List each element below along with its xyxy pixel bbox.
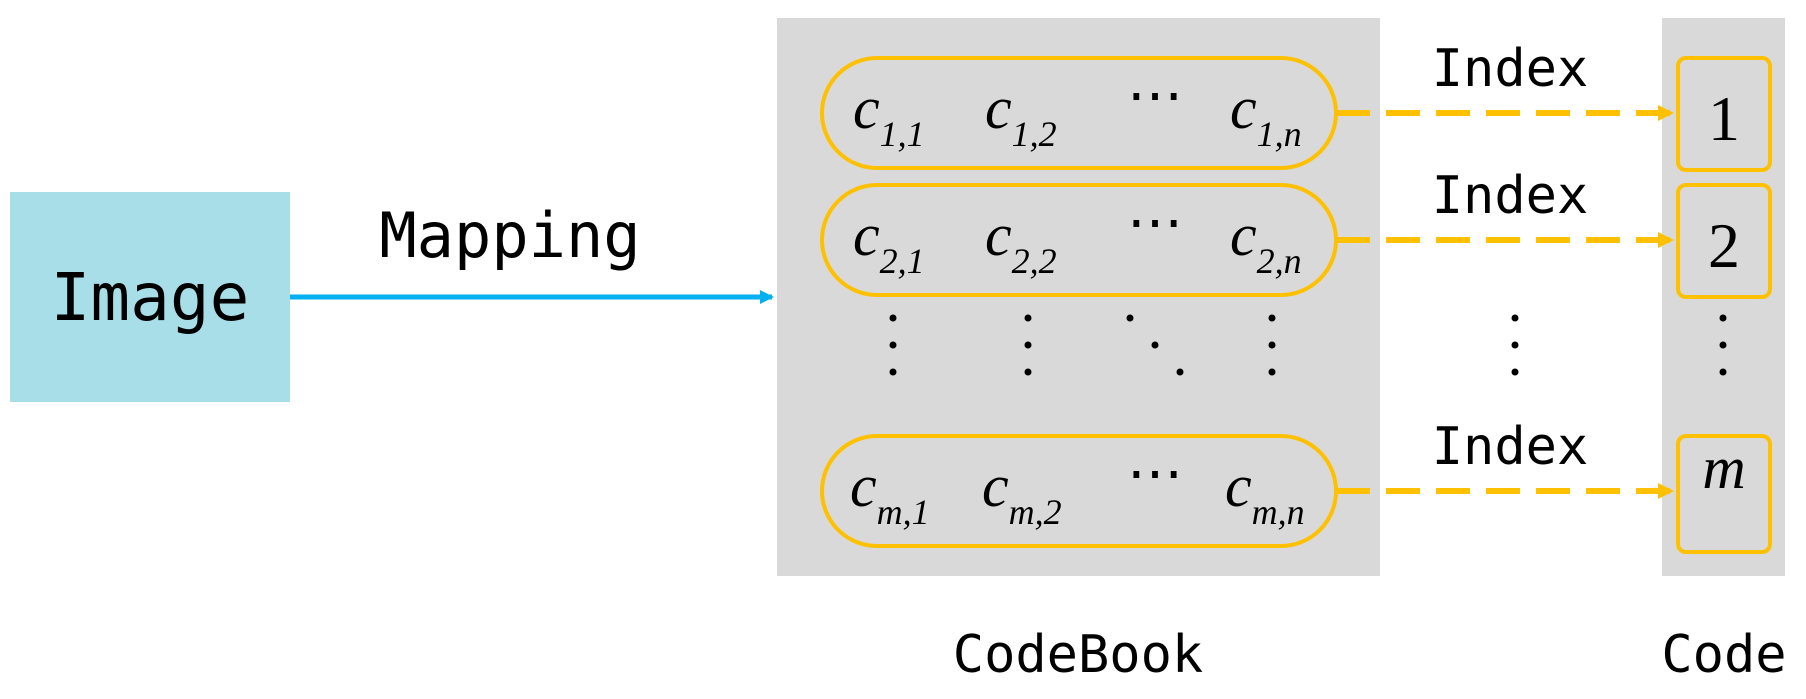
code-value: m bbox=[1702, 435, 1745, 501]
codebook-row: c2,1 c2,2 ⋯ c2,n bbox=[820, 183, 1338, 297]
image-box bbox=[10, 192, 290, 402]
code-box bbox=[1676, 434, 1772, 554]
code-value: 2 bbox=[1708, 210, 1740, 281]
codebook-entry: cm,1 bbox=[850, 453, 930, 532]
code-box bbox=[1676, 183, 1772, 299]
diagonal-dots bbox=[1126, 314, 1184, 376]
codebook-label: CodeBook bbox=[953, 625, 1203, 685]
code-label: Code bbox=[1661, 625, 1786, 685]
codebook-entry: cm,2 bbox=[982, 453, 1062, 532]
index-label: Index bbox=[1432, 166, 1589, 226]
mapping-label: Mapping bbox=[379, 199, 640, 272]
code-value: 1 bbox=[1708, 83, 1740, 154]
image-label: Image bbox=[51, 259, 250, 336]
codebook-entry: c1,2 bbox=[985, 75, 1057, 154]
codebook-row: cm,1 cm,2 ⋯ cm,n bbox=[820, 434, 1338, 548]
codebook-ellipsis: ⋯ bbox=[1127, 65, 1183, 127]
codebook-ellipsis: ⋯ bbox=[1127, 443, 1183, 505]
codebook-entry: c2,n bbox=[1230, 202, 1302, 281]
codebook-entry: c2,2 bbox=[985, 202, 1057, 281]
codebook-entry: c1,1 bbox=[853, 75, 925, 154]
code-box bbox=[1676, 56, 1772, 172]
codebook-entry: cm,n bbox=[1225, 453, 1305, 532]
codebook-entry: c1,n bbox=[1230, 75, 1302, 154]
codebook-row: c1,1 c1,2 ⋯ c1,n bbox=[820, 56, 1338, 170]
vertical-dots bbox=[889, 314, 1727, 376]
codebook-entry: c2,1 bbox=[853, 202, 925, 281]
index-label: Index bbox=[1432, 39, 1589, 99]
codebook-ellipsis: ⋯ bbox=[1127, 192, 1183, 254]
index-label: Index bbox=[1432, 417, 1589, 477]
